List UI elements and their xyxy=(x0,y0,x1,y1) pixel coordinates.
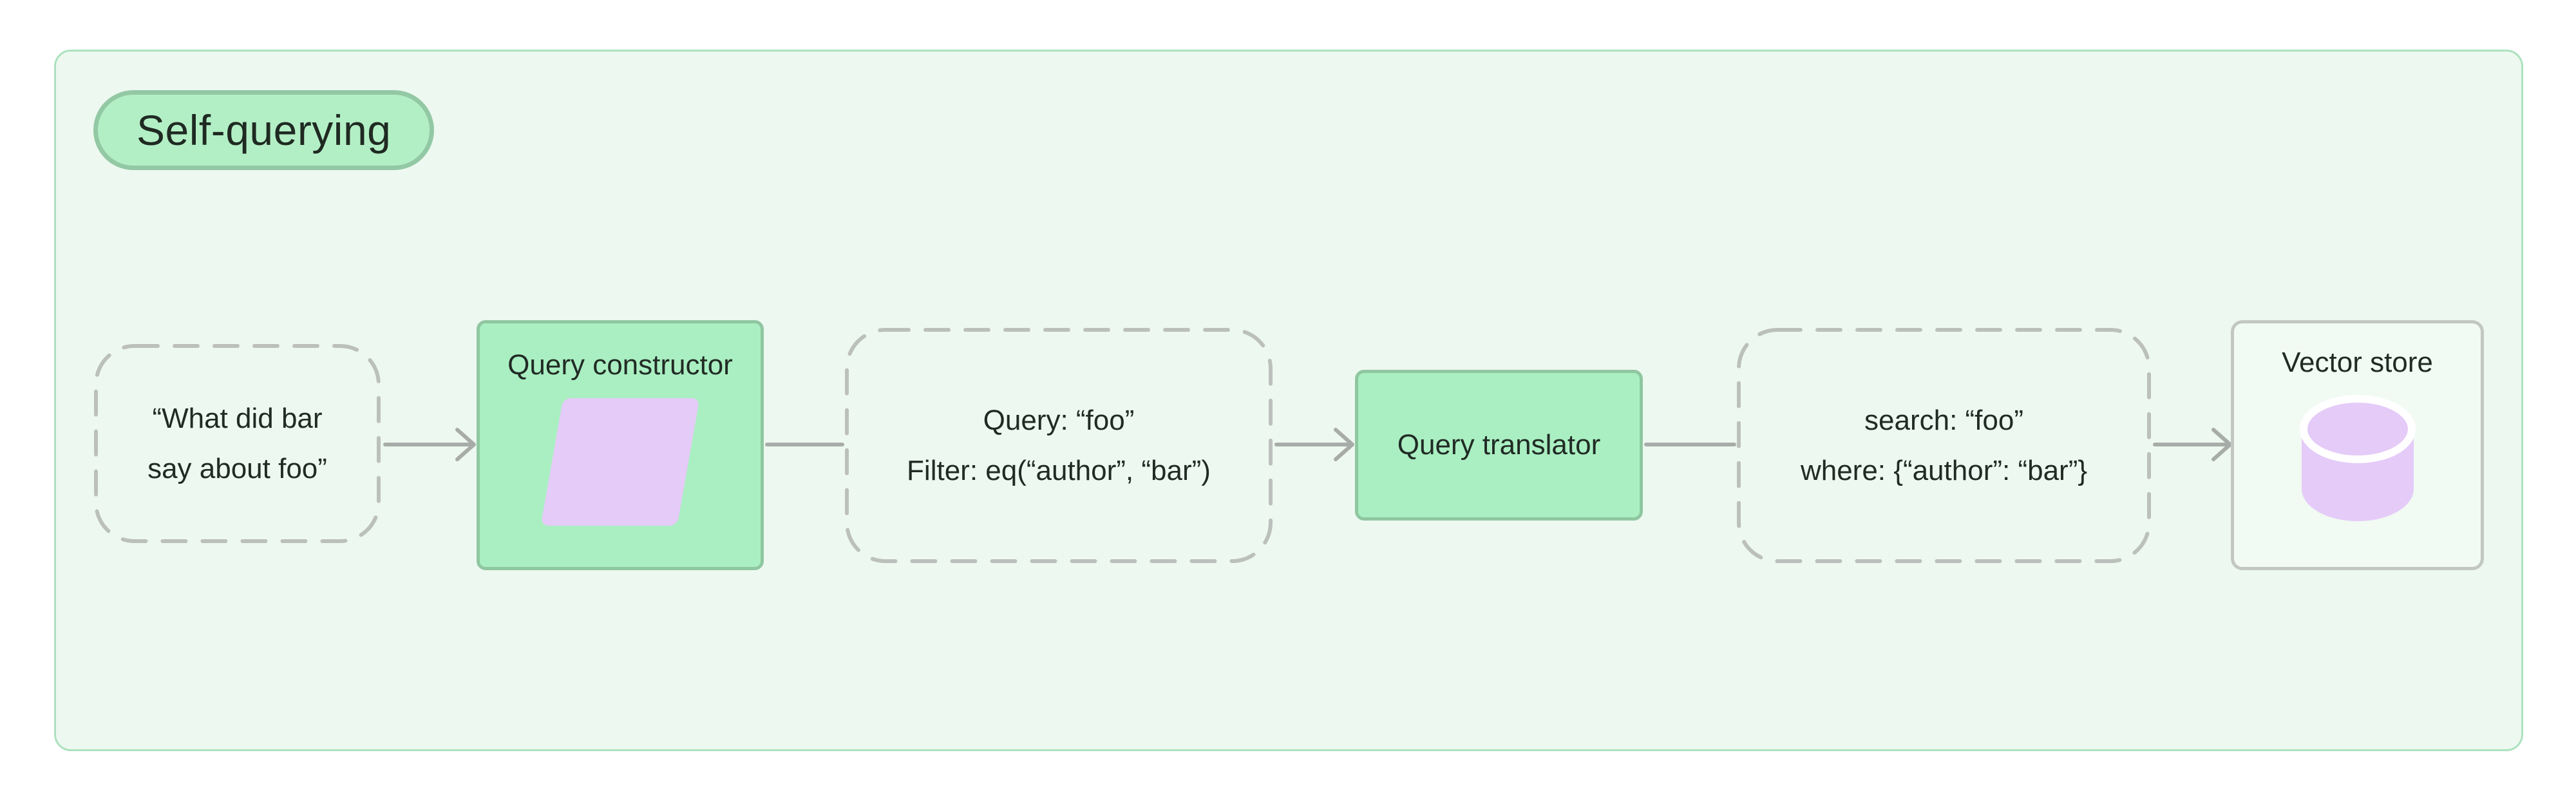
node-query-constructor: Query constructor xyxy=(477,320,764,570)
node-query-translator: Query translator xyxy=(1355,370,1643,521)
node-translated-query: search: “foo” where: {“author”: “bar”} xyxy=(1736,327,2152,564)
dashed-border xyxy=(94,344,381,543)
node-vector-store: Vector store xyxy=(2231,320,2484,570)
node-constructed-query: Query: “foo” Filter: eq(“author”, “bar”) xyxy=(844,327,1273,564)
diagram-title: Self-querying xyxy=(137,106,392,154)
node-text-line: Filter: eq(“author”, “bar”) xyxy=(907,454,1211,486)
node-text-line: Query: “foo” xyxy=(983,404,1135,436)
dashed-border xyxy=(845,328,1273,563)
node-text-line: “What did bar xyxy=(152,402,323,434)
node-user-query: “What did bar say about foo” xyxy=(93,343,381,544)
diagram-title-badge: Self-querying xyxy=(93,90,435,170)
diagram-panel xyxy=(54,50,2523,751)
node-title: Query constructor xyxy=(507,349,733,381)
node-title: Query translator xyxy=(1397,429,1601,461)
node-text-line: search: “foo” xyxy=(1864,404,2023,436)
node-text-line: say about foo” xyxy=(147,452,327,484)
node-text-line: where: {“author”: “bar”} xyxy=(1800,454,2088,486)
dashed-border xyxy=(1737,328,2151,563)
node-title: Vector store xyxy=(2282,347,2433,378)
parallelogram-icon xyxy=(540,398,700,526)
database-icon xyxy=(2299,395,2416,521)
